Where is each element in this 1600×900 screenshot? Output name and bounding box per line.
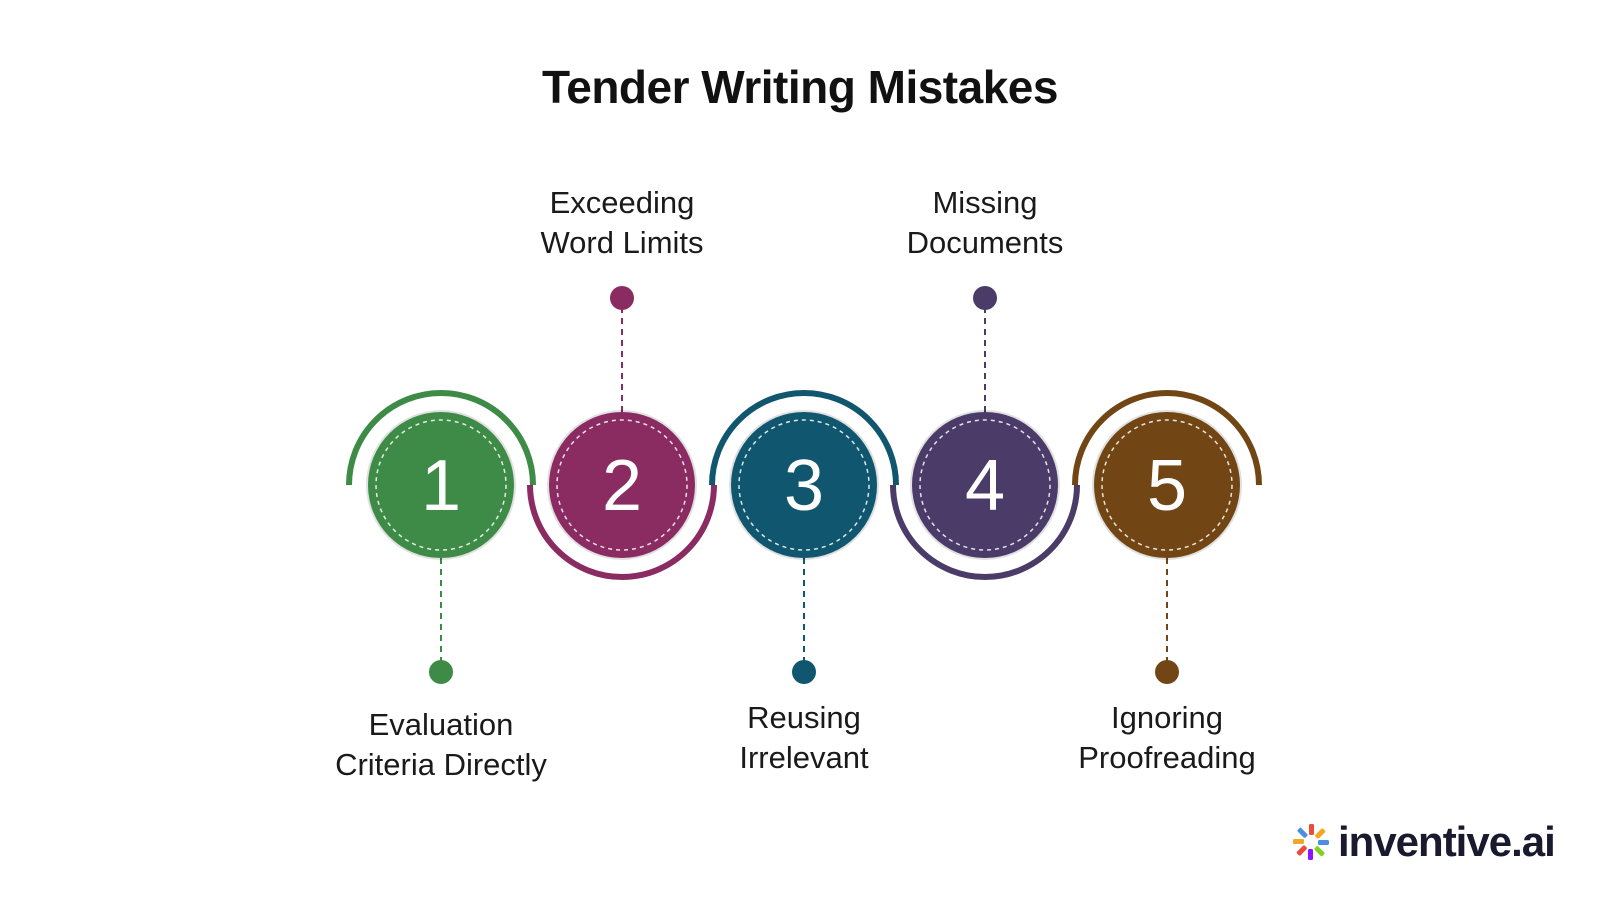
arc-2: [527, 484, 717, 580]
step-number-5: 5: [1147, 446, 1187, 526]
step-number-4: 4: [965, 446, 1005, 526]
step-number-1: 1: [421, 446, 461, 526]
step-number-3: 3: [784, 446, 824, 526]
arc-5: [1072, 390, 1262, 486]
label-line-1: Ignoring: [1110, 700, 1224, 735]
pinwheel-logo-icon: [1293, 824, 1329, 860]
step-circles: 1 2 3 4 5: [366, 410, 1242, 560]
label-line-2: Criteria Directly: [335, 747, 547, 782]
dot-5: [1155, 660, 1179, 684]
step-circle-3: 3: [729, 410, 879, 560]
brand-name: inventive.ai: [1338, 818, 1556, 865]
step-circle-5: 5: [1092, 410, 1242, 560]
step-circle-2: 2: [547, 410, 697, 560]
connector-stems: [429, 286, 1179, 684]
dot-4: [973, 286, 997, 310]
connector-arcs: [346, 390, 1262, 580]
step-circle-1: 1: [366, 410, 516, 560]
arc-3: [709, 390, 899, 486]
page-title: Tender Writing Mistakes: [542, 61, 1058, 113]
step-circle-4: 4: [910, 410, 1060, 560]
label-line-1: Reusing: [747, 700, 861, 735]
label-line-2: Proofreading: [1078, 740, 1256, 775]
label-line-2: Irrelevant: [739, 740, 869, 775]
dot-1: [429, 660, 453, 684]
dot-3: [792, 660, 816, 684]
label-line-2: Documents: [906, 225, 1064, 260]
label-line-1: Missing: [932, 185, 1038, 220]
arc-4: [890, 484, 1080, 580]
label-line-1: Evaluation: [368, 707, 514, 742]
step-number-2: 2: [602, 446, 642, 526]
label-line-2: Word Limits: [540, 225, 704, 260]
dot-2: [610, 286, 634, 310]
brand-logo: inventive.ai: [1290, 818, 1556, 866]
arc-1: [346, 390, 536, 486]
label-line-1: Exceeding: [549, 185, 695, 220]
